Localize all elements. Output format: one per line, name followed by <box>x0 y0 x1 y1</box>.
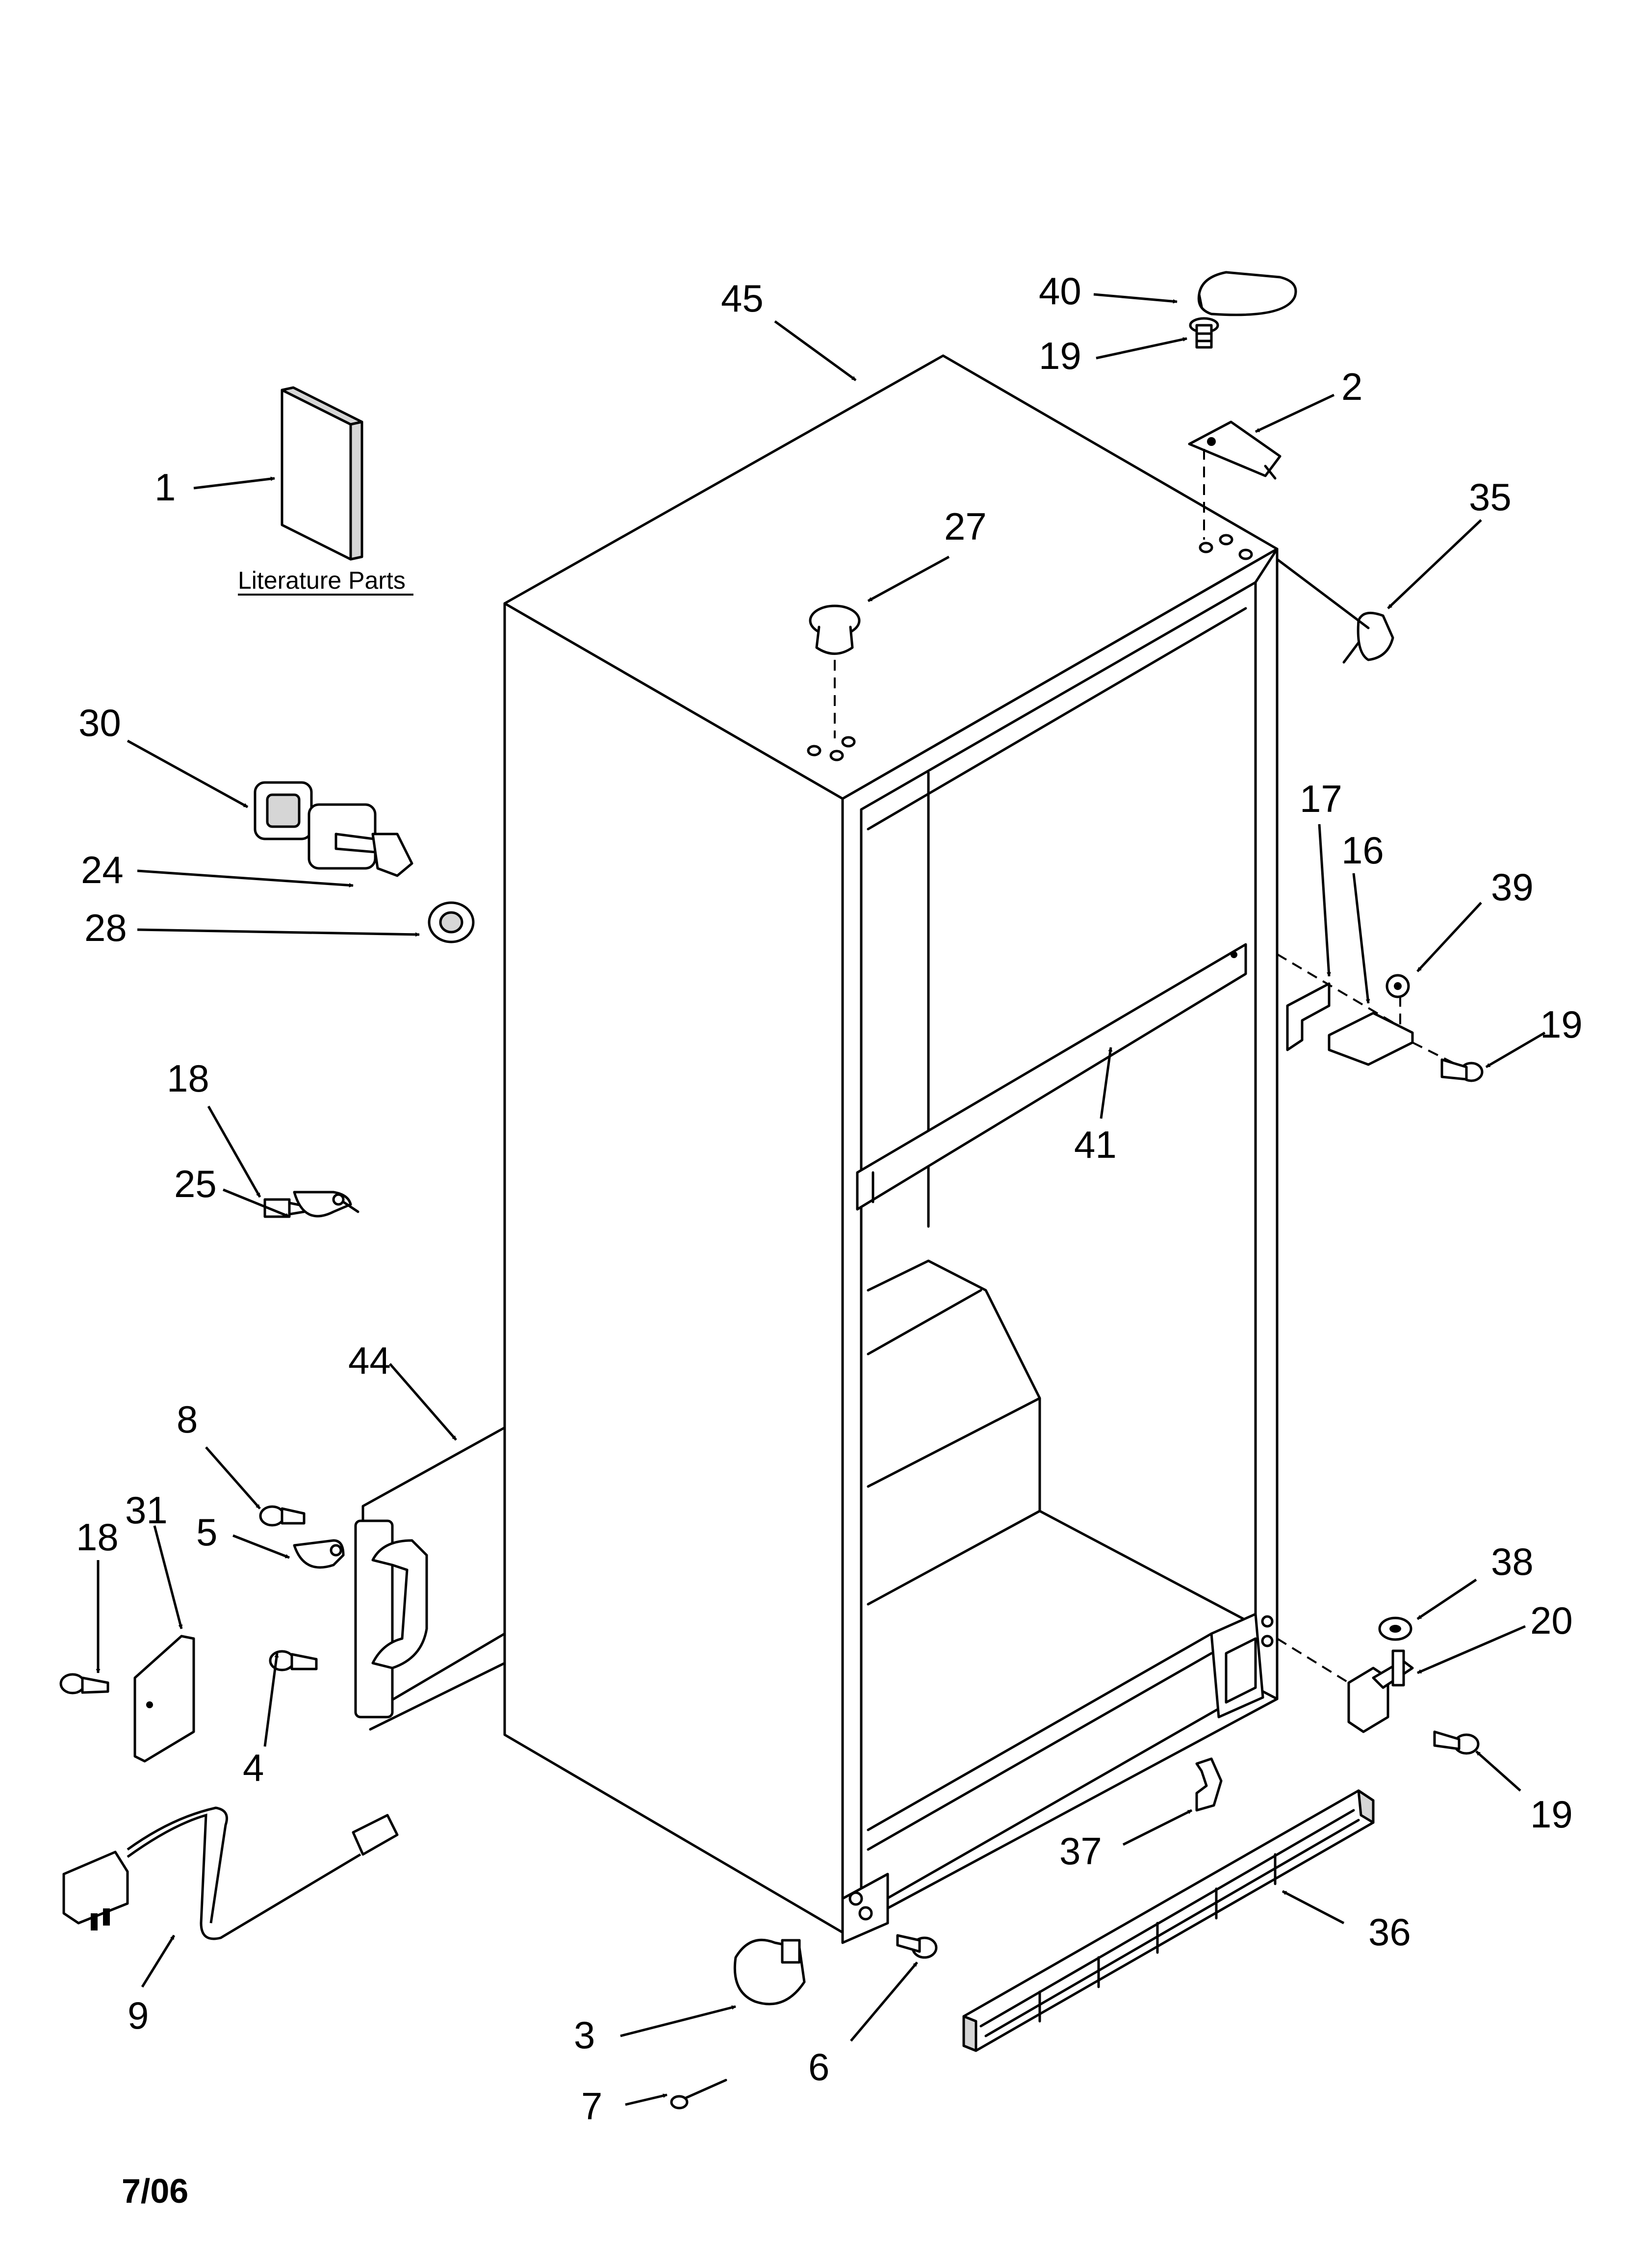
callout-27: 27 <box>944 505 987 548</box>
callout-45: 45 <box>721 277 764 320</box>
cabinet-plug <box>809 604 861 738</box>
drain-grommet-assembly <box>254 781 475 943</box>
hinge-screw-top <box>1189 317 1219 349</box>
hinge-cover-part <box>1197 271 1297 316</box>
callout-36: 36 <box>1368 1910 1411 1954</box>
callout-9: 9 <box>128 1994 149 2037</box>
lower-hinge-screw <box>1433 1730 1480 1755</box>
callout-4: 4 <box>243 1746 264 1789</box>
callout-8: 8 <box>177 1398 198 1441</box>
callout-5: 5 <box>196 1511 217 1554</box>
literature-parts-booklet <box>281 386 363 561</box>
callout-31: 31 <box>125 1488 168 1532</box>
callout-18-lower: 18 <box>76 1515 119 1559</box>
callout-25: 25 <box>174 1162 217 1205</box>
callout-7: 7 <box>581 2085 602 2128</box>
toe-grille <box>962 1789 1375 2052</box>
callout-6: 6 <box>808 2045 829 2088</box>
callout-44: 44 <box>348 1339 391 1382</box>
callout-20: 20 <box>1530 1599 1573 1642</box>
leveling-screw <box>896 1934 938 1959</box>
callout-30: 30 <box>78 701 121 744</box>
lower-hinge-assembly <box>1276 1616 1480 1755</box>
literature-parts-caption: Literature Parts <box>238 567 406 594</box>
callout-35: 35 <box>1469 475 1512 519</box>
callout-24: 24 <box>81 848 124 891</box>
callout-19-top: 19 <box>1039 334 1081 377</box>
callout-labels: 45 40 19 2 35 1 27 30 24 28 17 16 39 19 … <box>76 269 1583 2128</box>
callout-19-lower: 19 <box>1530 1793 1573 1836</box>
cord-cover-plate <box>59 1635 195 1763</box>
callout-41: 41 <box>1074 1123 1117 1166</box>
callout-3: 3 <box>574 2013 595 2057</box>
callout-39: 39 <box>1491 865 1534 909</box>
callout-16: 16 <box>1341 829 1384 872</box>
handle-clamp <box>293 1539 345 1569</box>
power-cord <box>62 1806 399 1940</box>
callout-28: 28 <box>84 906 127 949</box>
date-code: 7/06 <box>122 2172 188 2210</box>
top-hinge-part <box>1188 420 1282 540</box>
handle-screw-upper <box>259 1505 306 1527</box>
callout-19-middle: 19 <box>1540 1003 1583 1046</box>
callout-40: 40 <box>1039 269 1081 313</box>
callout-37: 37 <box>1059 1829 1102 1873</box>
callout-leaders <box>96 293 1546 2106</box>
grille-clip <box>1195 1757 1223 1812</box>
leveling-assembly <box>670 1934 938 2110</box>
refrigerator-cabinet <box>503 354 1279 1944</box>
center-hinge-assembly <box>1276 953 1484 1082</box>
callout-17: 17 <box>1300 777 1342 820</box>
center-hinge-screw <box>1440 1058 1484 1082</box>
callout-18-upper: 18 <box>167 1057 209 1100</box>
hinge-pin-cover <box>1276 558 1394 664</box>
callout-1: 1 <box>154 466 176 509</box>
callout-2: 2 <box>1341 365 1362 408</box>
callout-38: 38 <box>1491 1540 1534 1583</box>
handle-bracket-assembly <box>259 1426 506 1731</box>
cover-plate-screw <box>59 1673 109 1694</box>
